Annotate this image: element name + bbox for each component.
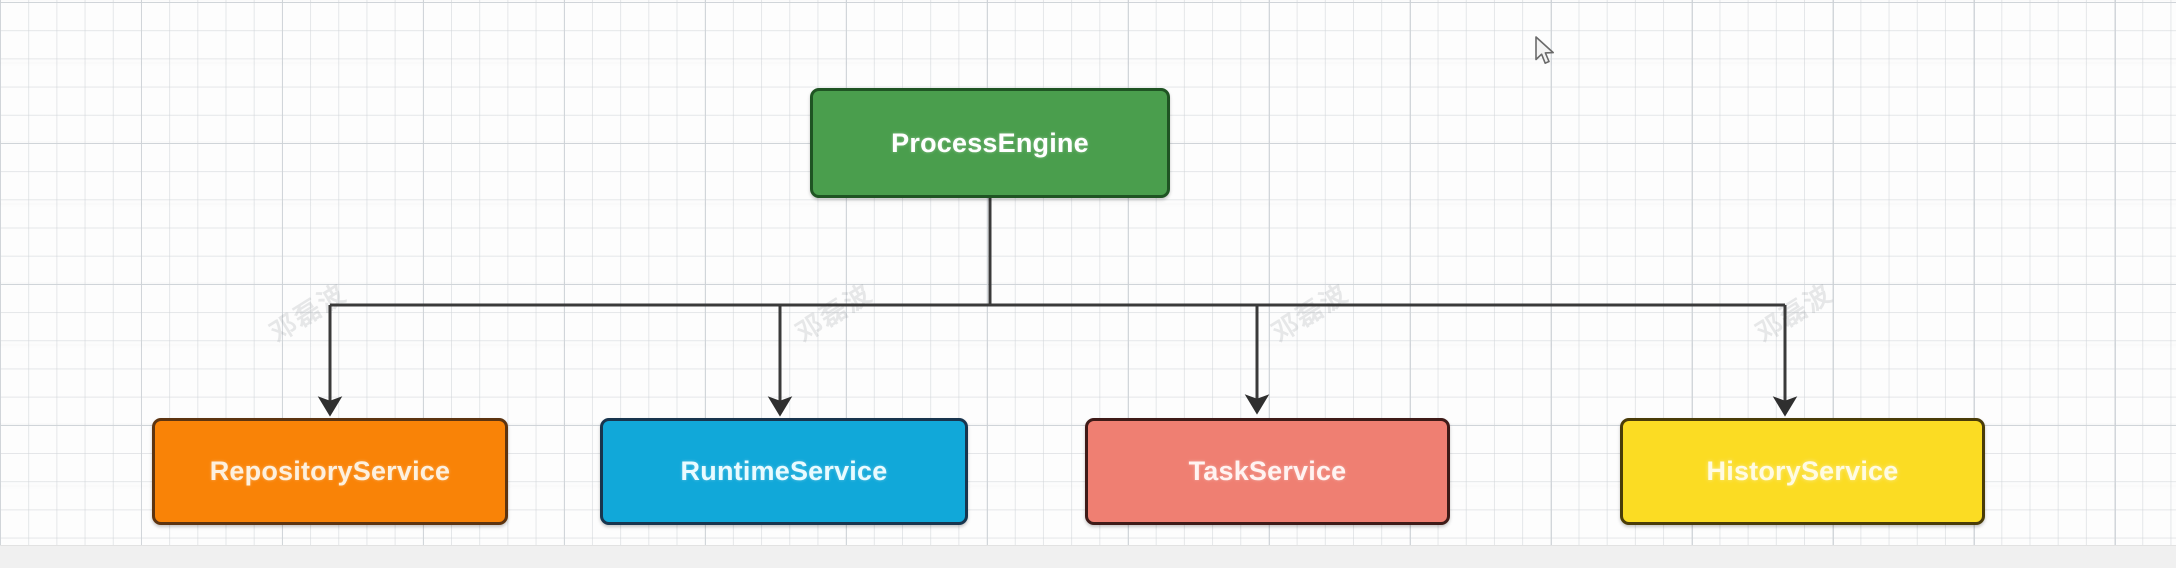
node-repository-service[interactable]: RepositoryService <box>152 418 508 525</box>
node-process-engine[interactable]: ProcessEngine <box>810 88 1170 198</box>
node-runtime-service[interactable]: RuntimeService <box>600 418 968 525</box>
node-history-service[interactable]: HistoryService <box>1620 418 1985 525</box>
node-task-service[interactable]: TaskService <box>1085 418 1450 525</box>
bottom-strip <box>0 545 2176 568</box>
